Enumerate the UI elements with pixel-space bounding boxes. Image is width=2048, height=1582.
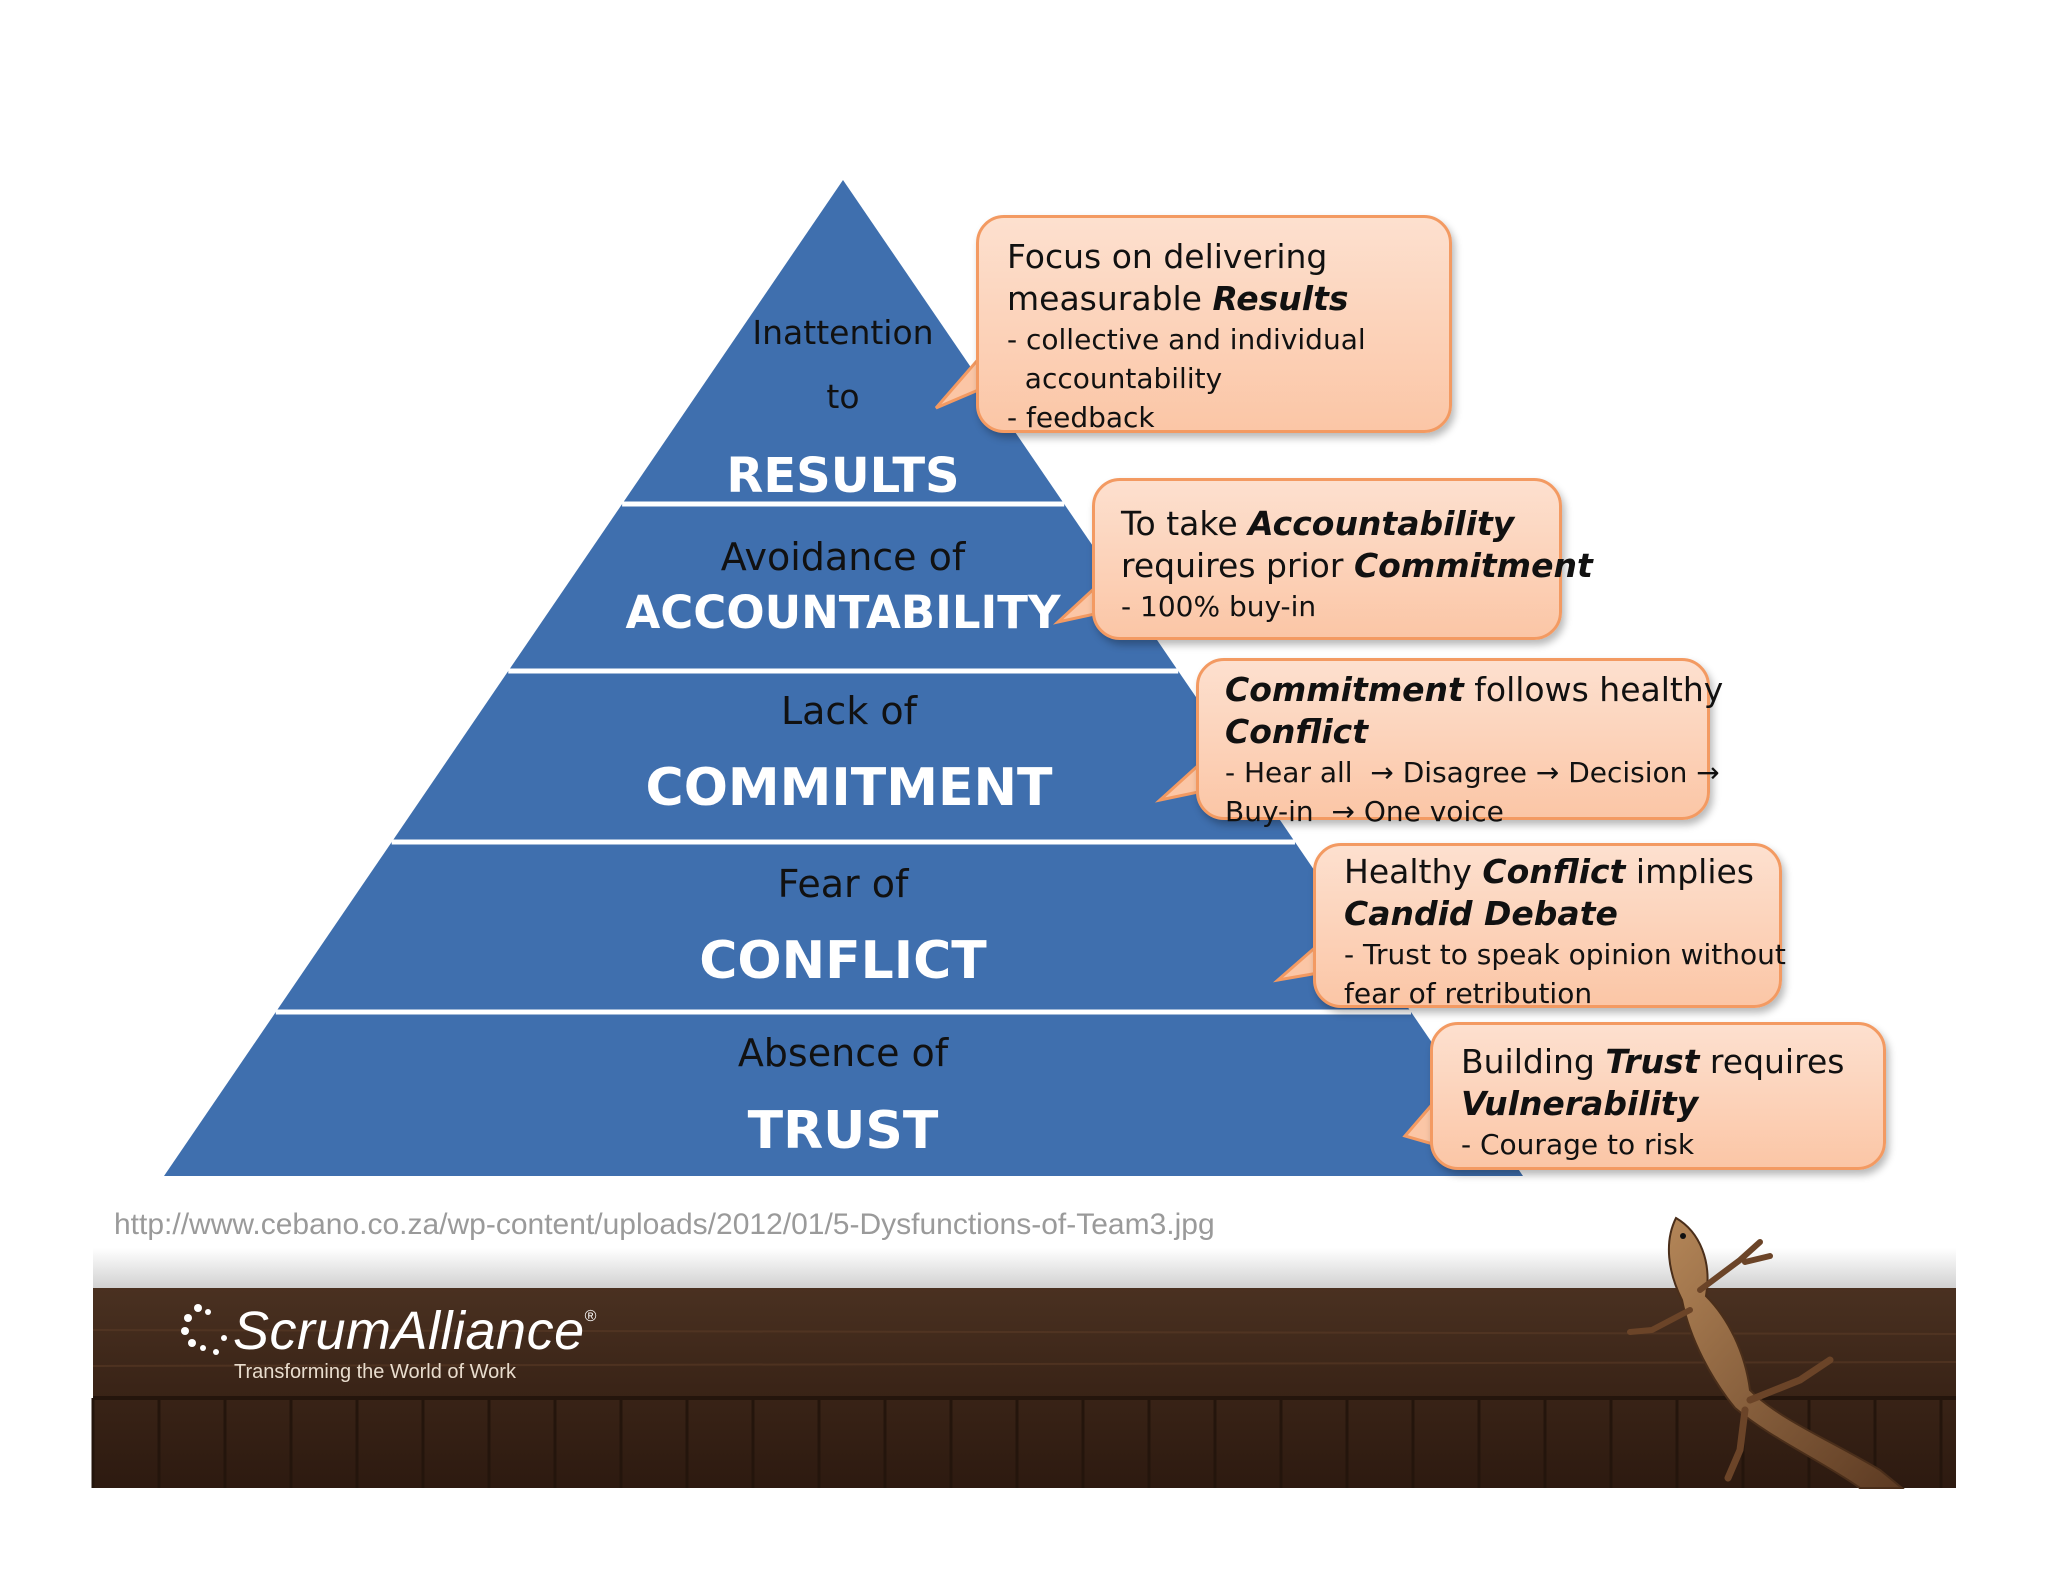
callout-heading-line: requires prior Commitment bbox=[1121, 545, 1593, 587]
callout-emphasis: Accountability bbox=[1248, 504, 1515, 543]
callout-bullet: - Hear all → Disagree → Decision → bbox=[1225, 756, 1720, 789]
callout-bullet: - Trust to speak opinion without bbox=[1344, 938, 1786, 971]
brand-name: ScrumAlliance® bbox=[233, 1301, 597, 1361]
pyramid-level-title: COMMITMENT bbox=[646, 758, 1053, 818]
callout-bullet: - feedback bbox=[1007, 401, 1155, 434]
pyramid-level-title: RESULTS bbox=[726, 448, 959, 504]
callout-text: requires bbox=[1699, 1042, 1845, 1081]
pyramid-level-accountability: Avoidance of ACCOUNTABILITY bbox=[625, 535, 1062, 639]
callout-text: measurable bbox=[1007, 279, 1213, 318]
callout-emphasis: Commitment bbox=[1353, 546, 1593, 585]
callout-bullet: fear of retribution bbox=[1344, 977, 1593, 1010]
callout-text: Healthy bbox=[1344, 852, 1483, 891]
lizard-image bbox=[1627, 1216, 1905, 1489]
callout-heading-line: Vulnerability bbox=[1461, 1083, 1883, 1125]
callout-bullet: Buy-in → One voice bbox=[1225, 795, 1504, 828]
callout-heading-line: Healthy Conflict implies bbox=[1344, 851, 1779, 893]
callout-emphasis: Results bbox=[1212, 279, 1349, 318]
pyramid-level-commitment: Lack of COMMITMENT bbox=[646, 689, 1053, 818]
callout-heading-line: Building Trust requires bbox=[1461, 1041, 1883, 1083]
callout-emphasis: Conflict bbox=[1482, 852, 1626, 891]
callout-emphasis: Vulnerability bbox=[1461, 1084, 1699, 1123]
pyramid-level-title: CONFLICT bbox=[699, 931, 987, 991]
callout-heading-line: Commitment follows healthy bbox=[1225, 669, 1723, 711]
callout-bullet: - 100% buy-in bbox=[1121, 590, 1317, 623]
pyramid-level-title: ACCOUNTABILITY bbox=[625, 586, 1062, 639]
callout-emphasis: Commitment bbox=[1225, 670, 1464, 709]
callout-text: requires prior bbox=[1121, 546, 1354, 585]
callout-emphasis: Trust bbox=[1605, 1042, 1700, 1081]
pyramid-level-prefix: Avoidance of bbox=[721, 535, 967, 579]
callout-emphasis: Conflict bbox=[1225, 712, 1369, 751]
pyramid-level-prefix: to bbox=[826, 377, 859, 416]
callout-emphasis: Candid Debate bbox=[1344, 894, 1618, 933]
callout-heading-line: measurable Results bbox=[1007, 278, 1449, 320]
callout-bullet: - collective and individual bbox=[1007, 323, 1366, 356]
scrum-alliance-logo-icon bbox=[181, 1304, 227, 1355]
pyramid-level-prefix: Absence of bbox=[738, 1031, 950, 1075]
callout-text: follows healthy bbox=[1463, 670, 1724, 709]
footer-shade bbox=[93, 1248, 1956, 1290]
callout-text: Building bbox=[1461, 1042, 1606, 1081]
callout-heading-line: Conflict bbox=[1225, 711, 1707, 753]
callout-heading-line: To take Accountability bbox=[1121, 503, 1559, 545]
pyramid-level-title: TRUST bbox=[748, 1101, 939, 1161]
wood-planks bbox=[91, 1329, 1957, 1488]
brand-tagline: Transforming the World of Work bbox=[234, 1361, 516, 1383]
pyramid-level-conflict: Fear of CONFLICT bbox=[699, 862, 987, 991]
callout-heading-line: Candid Debate bbox=[1344, 893, 1779, 935]
callout-bullet: accountability bbox=[1007, 362, 1223, 395]
pyramid-level-prefix: Fear of bbox=[778, 862, 910, 906]
source-url: http://www.cebano.co.za/wp-content/uploa… bbox=[114, 1208, 1215, 1241]
callout-text: Focus on delivering bbox=[1007, 237, 1328, 276]
wood-board bbox=[93, 1288, 1956, 1488]
pyramid-level-prefix: Inattention bbox=[752, 313, 933, 352]
pyramid-shape bbox=[164, 180, 1523, 1176]
pyramid-level-trust: Absence of TRUST bbox=[738, 1031, 950, 1161]
callout-text: implies bbox=[1625, 852, 1754, 891]
callout-text: To take bbox=[1121, 504, 1249, 543]
pyramid-level-prefix: Lack of bbox=[781, 689, 919, 733]
callout-bullet: - Courage to risk bbox=[1461, 1128, 1695, 1161]
callout-heading-line: Focus on delivering bbox=[1007, 236, 1449, 278]
